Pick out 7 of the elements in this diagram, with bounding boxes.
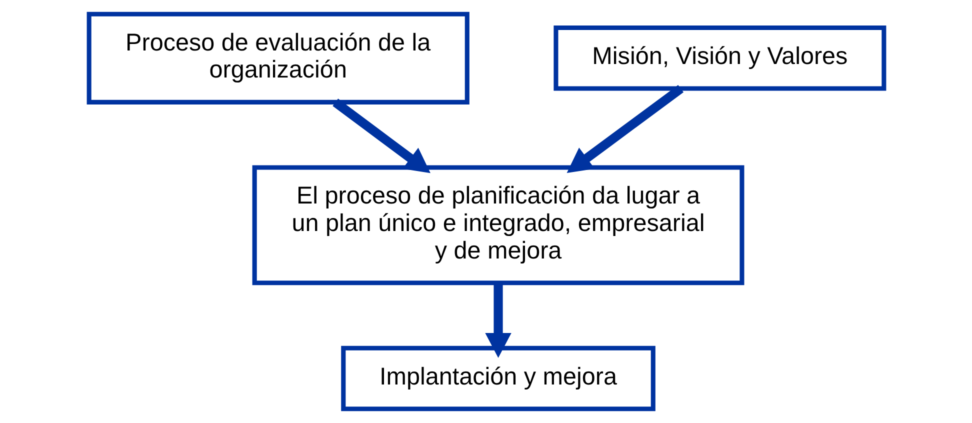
arrow	[484, 283, 511, 358]
node-box: Proceso de evaluación de la organización	[86, 12, 469, 104]
node-box: Implantación y mejora	[340, 346, 655, 412]
node-box: El proceso de planificación da lugar a un plan único e integrado, empresarial y de mejora	[252, 165, 744, 286]
node-box: Misión, Visión y Valores	[553, 26, 886, 91]
arrow	[566, 84, 684, 173]
arrow	[332, 98, 430, 174]
